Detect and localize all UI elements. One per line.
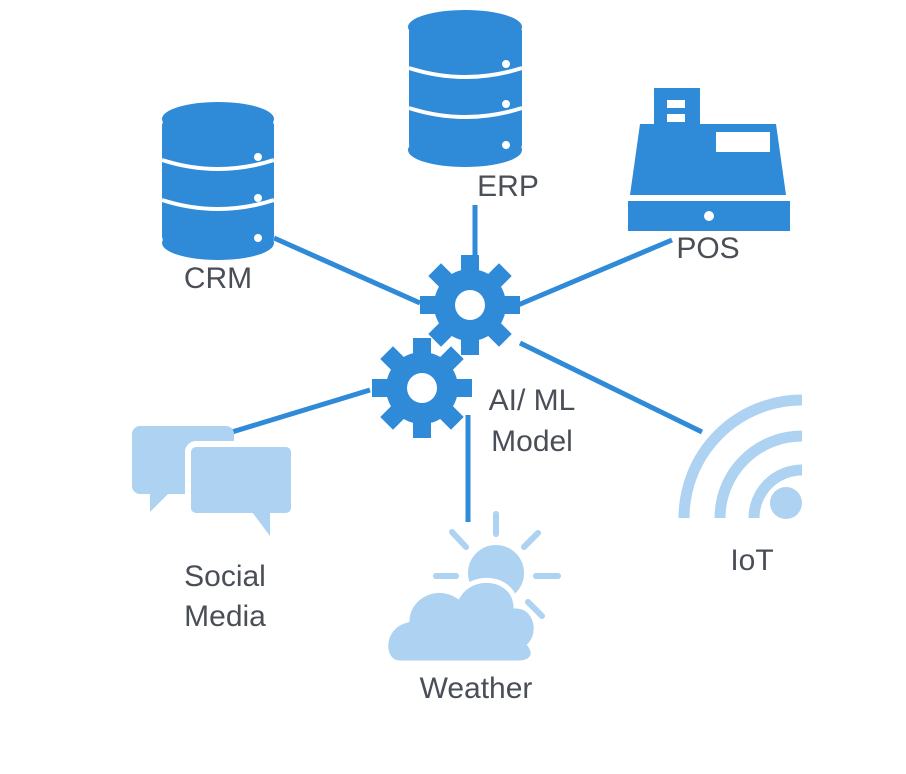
pos-label: POS: [676, 232, 739, 265]
gear-bottom-icon: [372, 338, 472, 438]
connector-pos: [517, 237, 673, 308]
social-media-chat-bubbles-icon: [132, 426, 297, 536]
iot-wifi-signal-icon: [678, 394, 803, 519]
crm-label: CRM: [184, 262, 252, 295]
weather-label: Weather: [420, 672, 533, 705]
erp-label: ERP: [477, 170, 539, 203]
crm-database-icon: [161, 102, 275, 260]
connector-crm: [272, 235, 422, 306]
connectors: [231, 205, 704, 522]
model-label-line2: Model: [491, 425, 573, 458]
model-label-line1: AI/ ML: [489, 384, 576, 417]
social-label-line2: Media: [184, 600, 266, 633]
pos-cash-register-icon: [628, 88, 790, 231]
connector-iot: [518, 340, 704, 435]
erp-database-icon: [408, 10, 523, 167]
gear-top-icon: [420, 255, 520, 355]
weather-sun-cloud-icon: [383, 511, 561, 666]
iot-label: IoT: [730, 544, 773, 577]
connector-social: [231, 387, 371, 435]
social-label-line1: Social: [184, 560, 266, 593]
